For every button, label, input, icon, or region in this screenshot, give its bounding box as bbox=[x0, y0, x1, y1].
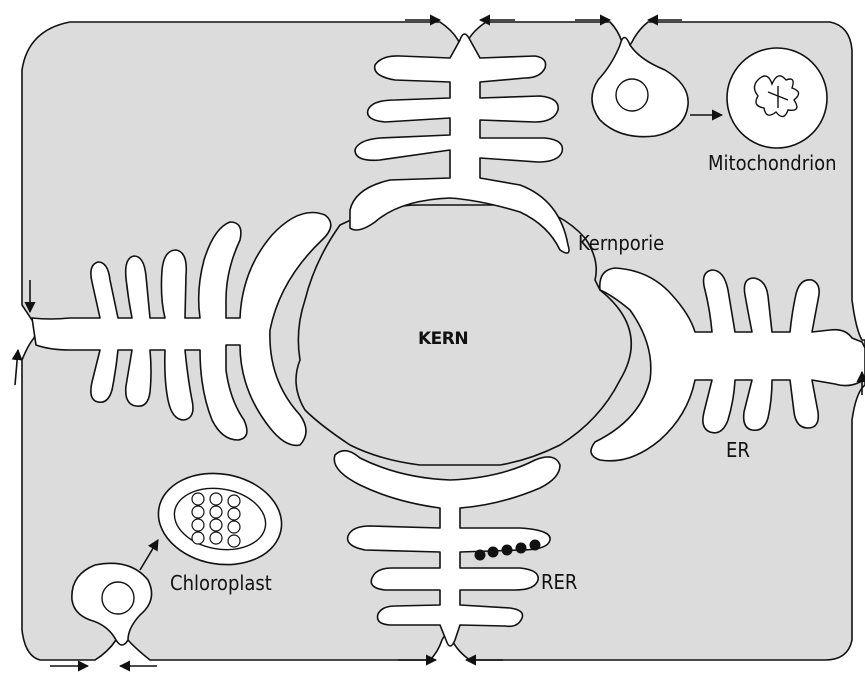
label-rer: RER bbox=[541, 570, 577, 594]
label-nuclear-pore: Kernporie bbox=[578, 231, 664, 255]
label-er: ER bbox=[726, 438, 750, 462]
label-chloroplast: Chloroplast bbox=[170, 571, 272, 595]
label-nucleus: KERN bbox=[418, 329, 468, 349]
mitochondrion bbox=[727, 48, 827, 148]
arrow-left-up bbox=[15, 350, 18, 385]
label-mitochondrion: Mitochondrion bbox=[708, 151, 837, 175]
